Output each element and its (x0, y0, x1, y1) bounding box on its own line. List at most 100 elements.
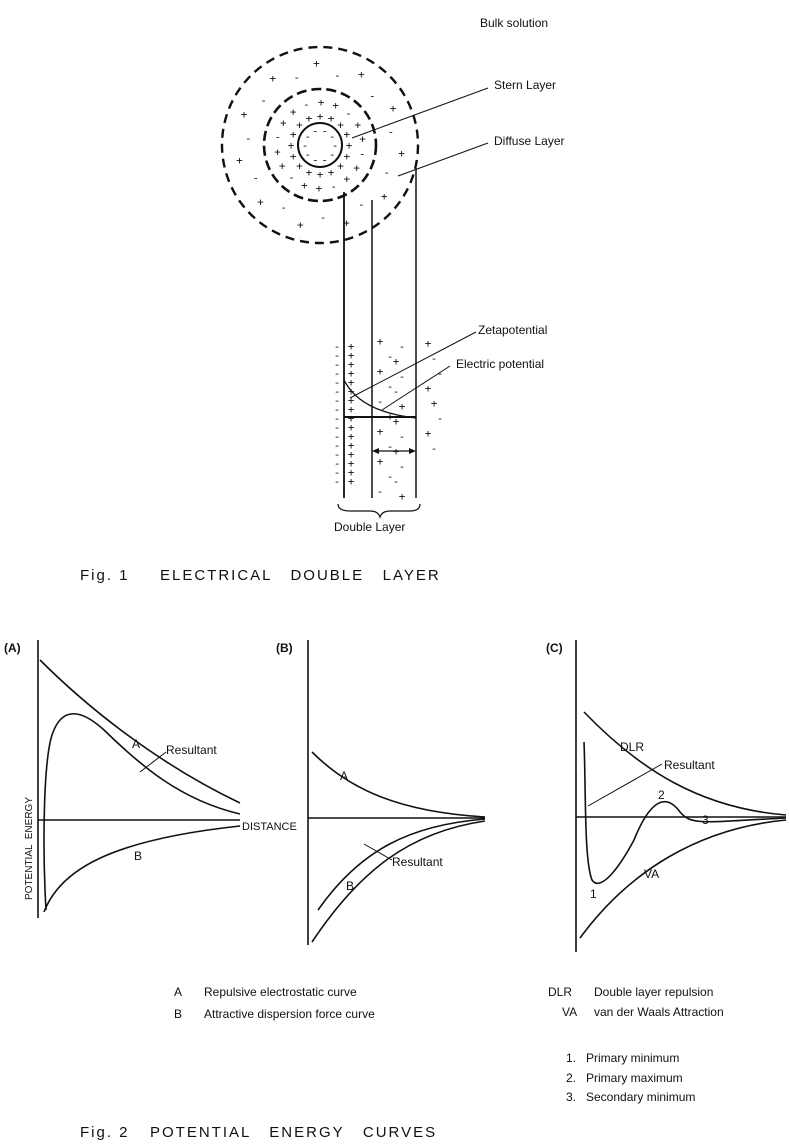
charge-sign: + (393, 415, 400, 428)
charge-sign: - (345, 107, 352, 120)
panel-a-x-axis-label: DISTANCE (242, 821, 297, 833)
fig1-double-layer-diagram: ----------++++++++++++++++-++-++-++-++-+… (80, 16, 564, 584)
charge-sign: + (290, 128, 297, 141)
legend-a-text: Repulsive electrostatic curve (204, 985, 357, 999)
charge-sign: + (431, 397, 438, 410)
charge-sign: - (399, 340, 406, 353)
legend-a-key: A (174, 985, 182, 999)
arrow-right-head (409, 448, 416, 454)
charge-sign: + (296, 118, 303, 131)
panel-a-label-b: B (134, 849, 142, 863)
charge-sign: - (275, 130, 282, 143)
charge-sign: - (369, 90, 376, 103)
charge-sign: - (387, 126, 394, 139)
fig2-panel-b: (B) A Resultant B (276, 640, 486, 945)
circle-charge-signs: ----------++++++++++++++++-++-++-++-++-+… (236, 57, 405, 232)
panel-b-curve-a (311, 751, 486, 818)
charge-sign: + (348, 367, 355, 380)
legend-dlr-key: DLR (548, 985, 572, 999)
charge-sign: + (241, 108, 248, 121)
charge-sign: + (306, 166, 313, 179)
charge-sign: + (348, 430, 355, 443)
charge-sign: - (437, 412, 444, 425)
charge-sign: + (328, 166, 335, 179)
charge-sign: + (279, 160, 286, 173)
double-layer-brace (337, 503, 421, 519)
charge-sign: + (425, 337, 432, 350)
fig2-panel-a: (A) A Resultant B DISTANCE POTENTIAL ENE… (4, 640, 297, 918)
charge-sign: + (337, 118, 344, 131)
zetapotential-leader (349, 331, 477, 399)
charge-sign: + (399, 400, 406, 413)
charge-sign: - (329, 148, 336, 161)
legend-va-text: van der Waals Attraction (594, 1005, 724, 1019)
panel-c-label-resultant: Resultant (664, 758, 715, 772)
charge-sign: - (431, 352, 438, 365)
panel-a-curve-a (39, 659, 241, 804)
charge-sign: + (348, 421, 355, 434)
charge-sign: - (321, 125, 328, 138)
charge-sign: + (377, 455, 384, 468)
charge-sign: + (328, 112, 335, 125)
charge-sign: - (253, 172, 260, 185)
charge-sign: - (334, 349, 341, 362)
charge-sign: - (358, 198, 365, 211)
charge-sign: + (317, 110, 324, 123)
diffuse-leader-line (397, 142, 489, 177)
charge-sign: + (343, 173, 350, 186)
charge-sign: - (377, 395, 384, 408)
double-layer-charge-signs: -+-+-+-+-+-+-+-+-+-+-+-+-+-+-+-++-+-+-+-… (334, 335, 444, 503)
charge-sign: - (334, 367, 341, 380)
charge-sign: - (305, 130, 312, 143)
charge-sign: + (348, 466, 355, 479)
charge-sign: - (377, 485, 384, 498)
charge-sign: - (359, 148, 366, 161)
charge-sign: + (318, 96, 325, 109)
charge-sign: - (399, 430, 406, 443)
zetapotential-label: Zetapotential (478, 323, 547, 337)
charge-sign: + (359, 133, 366, 146)
arrow-left-head (372, 448, 379, 454)
charge-sign: - (320, 211, 327, 224)
charge-sign: + (348, 394, 355, 407)
charge-sign: - (334, 448, 341, 461)
charge-sign: + (377, 335, 384, 348)
charge-sign: + (377, 425, 384, 438)
charge-sign: - (334, 376, 341, 389)
charge-sign: - (245, 132, 252, 145)
panel-b-label-b: B (346, 879, 354, 893)
charge-sign: + (390, 102, 397, 115)
charge-sign: - (387, 440, 394, 453)
legend-va-key: VA (562, 1005, 577, 1019)
charge-sign: + (425, 382, 432, 395)
charge-sign: + (343, 150, 350, 163)
charge-sign: - (305, 148, 312, 161)
charge-sign: - (334, 457, 341, 470)
panel-c-label-dlr: DLR (620, 740, 644, 754)
panel-c-label-2: 2 (658, 788, 665, 802)
panel-c-label-3: 3 (702, 813, 709, 827)
charge-sign: - (334, 430, 341, 443)
panel-a-resultant-curve (43, 712, 241, 911)
charge-sign: - (334, 412, 341, 425)
charge-sign: + (280, 117, 287, 130)
legend-dlr-text: Double layer repulsion (594, 985, 713, 999)
charge-sign: - (399, 460, 406, 473)
legend-c: DLR Double layer repulsion VA van der Wa… (548, 985, 724, 1019)
legend-point-3-text: Secondary minimum (586, 1090, 695, 1104)
charge-sign: - (334, 69, 341, 82)
charge-sign: + (348, 457, 355, 470)
legend-point-1-num: 1. (566, 1051, 576, 1065)
stern-leader-line (351, 87, 489, 139)
charge-sign: - (334, 466, 341, 479)
double-layer-label: Double Layer (334, 520, 405, 534)
charge-sign: - (288, 171, 295, 184)
charge-sign: - (334, 475, 341, 488)
charge-sign: - (393, 385, 400, 398)
panel-c-tag: (C) (546, 641, 563, 655)
particle-circle (297, 122, 343, 168)
charge-sign: + (301, 179, 308, 192)
diffuse-circle (262, 87, 378, 203)
charge-sign: - (280, 201, 287, 214)
